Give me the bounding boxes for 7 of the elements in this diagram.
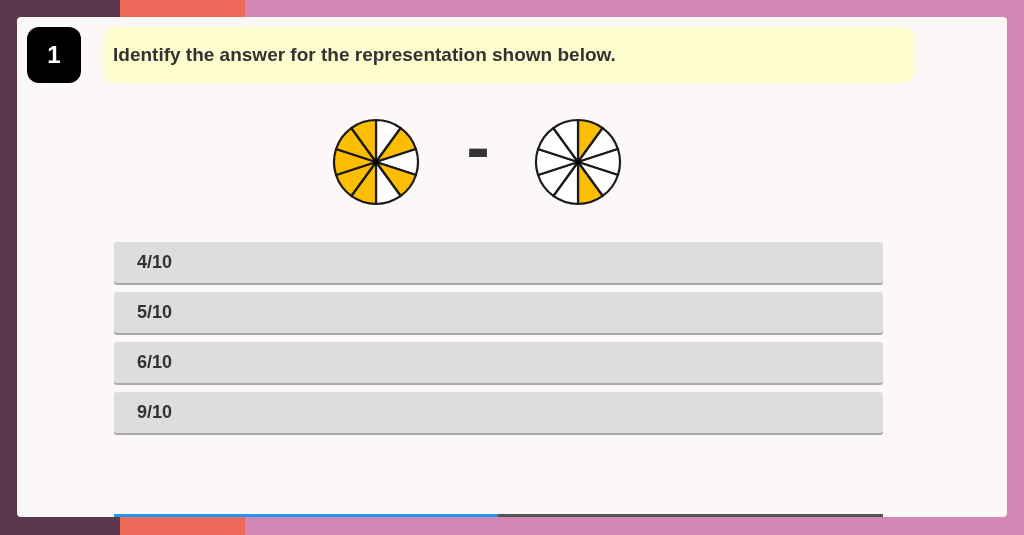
answer-option: 4/10	[114, 242, 883, 283]
question-number-badge: 1	[27, 27, 81, 83]
question-banner: Identify the answer for the representation shown below.	[103, 27, 915, 83]
minus-sign: -	[466, 121, 491, 179]
answer-option: 6/10	[114, 342, 883, 383]
answer-option: 9/10	[114, 392, 883, 433]
answer-option: 5/10	[114, 292, 883, 333]
